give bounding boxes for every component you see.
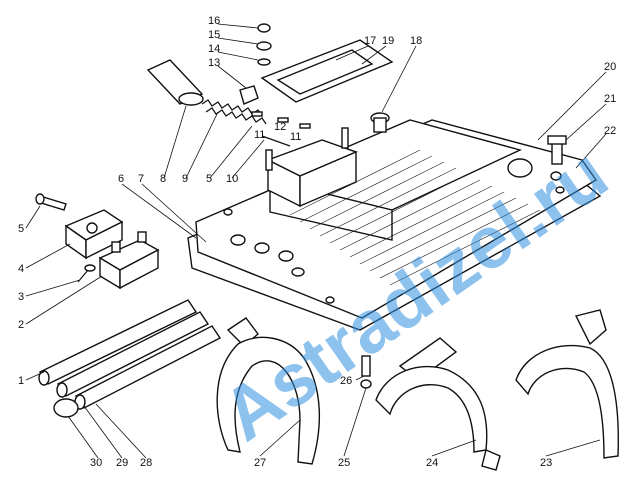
callout-label: 12 [274,121,286,133]
shift-fork-24 [375,337,501,471]
lock-block-4 [64,209,124,260]
pin-part-5 [35,193,67,211]
callout-label: 11 [254,129,265,141]
callout-label: 7 [138,173,144,185]
housing-cover [187,112,602,331]
callout-label: 24 [426,457,438,469]
callout-label: 18 [410,35,422,47]
callout-label: 23 [540,457,552,469]
callout-label: 30 [90,457,102,469]
callout-label: 28 [140,457,152,469]
callout-label: 14 [208,43,220,55]
plug-part-30 [53,398,79,418]
callout-label: 26 [340,375,352,387]
callout-label: 8 [160,173,166,185]
nut-washer-stack [239,23,272,105]
lock-block-2 [98,231,160,290]
callout-label: 15 [208,29,220,41]
callout-labels: 16 15 14 13 17 19 18 20 21 22 12 11 11 6… [18,15,616,469]
callout-label: 25 [338,457,350,469]
callout-label: 10 [226,173,238,185]
callout-label: 6 [118,173,124,185]
callout-label: 4 [18,263,24,275]
sleeve-part [146,59,204,106]
callout-label: 5 [18,223,24,235]
callout-label: 29 [116,457,128,469]
housing-holes [223,158,565,304]
shift-fork-23 [515,309,619,459]
leader-lines [25,23,607,459]
callout-label: 20 [604,61,616,73]
callout-label: 22 [604,125,616,137]
shift-fork-27 [216,317,321,465]
callout-label: 5 [206,173,212,185]
top-gasket [260,39,394,103]
callout-label: 17 [364,35,376,47]
callout-label: 27 [254,457,266,469]
callout-label: 3 [18,291,24,303]
callout-label: 2 [18,319,24,331]
callout-label: 19 [382,35,394,47]
screw-part-3 [77,264,96,283]
callout-label: 11 [290,131,301,143]
housing-ribs [289,149,541,286]
callout-label: 9 [182,173,188,185]
callout-label: 13 [208,57,220,69]
shift-rods [38,299,222,410]
callout-label: 1 [18,375,24,387]
callout-label: 21 [604,93,616,105]
callout-label: 16 [208,15,220,27]
small-pins [251,111,311,147]
